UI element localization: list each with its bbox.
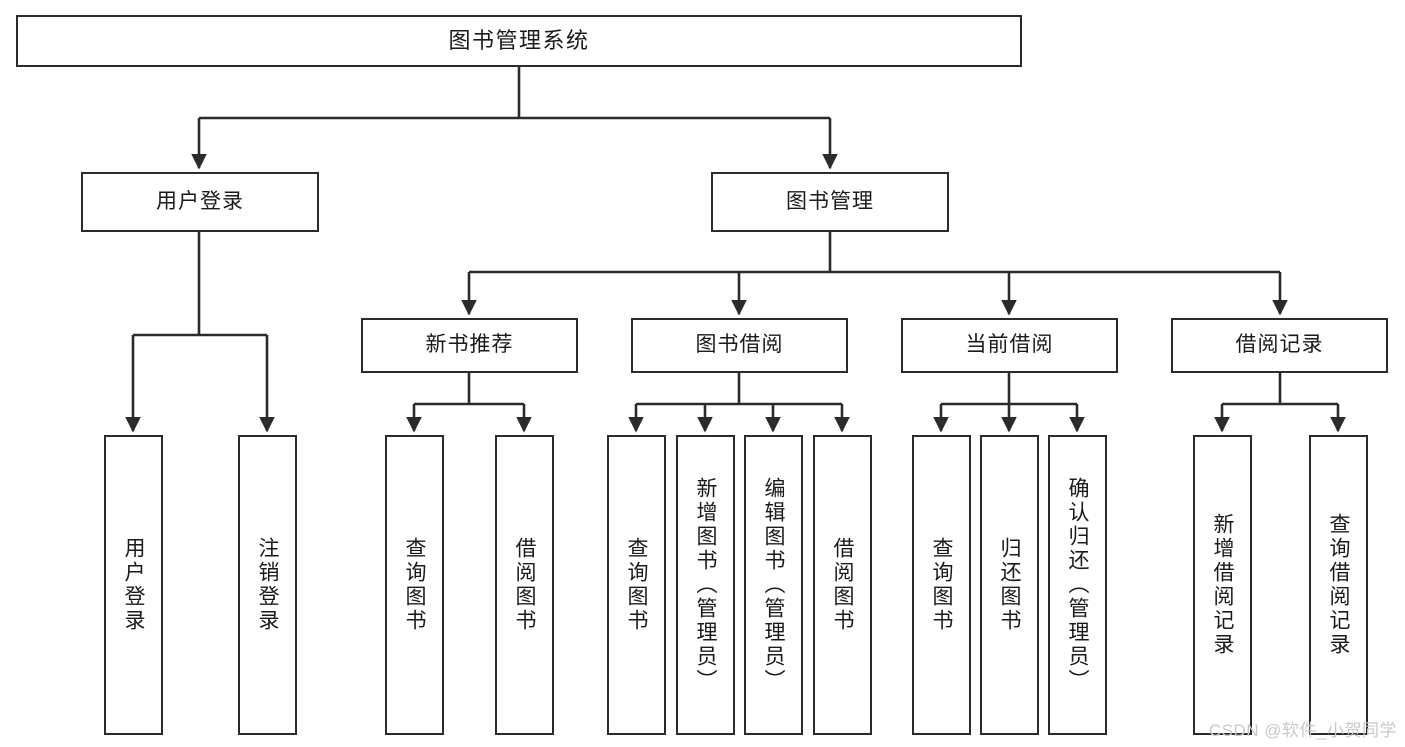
leaf-user-login-label: 用户登录 — [122, 537, 145, 633]
node-book-borrow-label: 图书借阅 — [695, 333, 784, 357]
leaf-add-book[interactable]: 新增图书（管理员） — [676, 435, 735, 735]
leaf-return-book-label: 归还图书 — [998, 537, 1021, 633]
leaf-query-book-2-label: 查询图书 — [625, 537, 648, 633]
node-book-borrow[interactable]: 图书借阅 — [631, 318, 848, 373]
node-borrow-record-label: 借阅记录 — [1235, 333, 1324, 357]
node-current-borrow[interactable]: 当前借阅 — [901, 318, 1118, 373]
node-root[interactable]: 图书管理系统 — [16, 15, 1022, 67]
leaf-query-record[interactable]: 查询借阅记录 — [1309, 435, 1368, 735]
csdn-watermark: CSDN @软件_小贺同学 — [1208, 721, 1397, 740]
leaf-query-record-label: 查询借阅记录 — [1327, 513, 1350, 657]
node-book-manage-label: 图书管理 — [786, 189, 874, 213]
leaf-confirm-return-label: 确认归还（管理员） — [1066, 477, 1089, 693]
node-user-login[interactable]: 用户登录 — [81, 172, 319, 232]
leaf-confirm-return[interactable]: 确认归还（管理员） — [1048, 435, 1107, 735]
leaf-borrow-book-1-label: 借阅图书 — [513, 537, 536, 633]
leaf-query-book-3[interactable]: 查询图书 — [912, 435, 971, 735]
leaf-query-book-1[interactable]: 查询图书 — [385, 435, 444, 735]
node-root-label: 图书管理系统 — [448, 28, 590, 54]
leaf-query-book-1-label: 查询图书 — [403, 537, 426, 633]
node-user-login-label: 用户登录 — [156, 189, 244, 213]
leaf-add-book-label: 新增图书（管理员） — [694, 477, 717, 693]
leaf-borrow-book-2[interactable]: 借阅图书 — [813, 435, 872, 735]
leaf-add-record[interactable]: 新增借阅记录 — [1193, 435, 1252, 735]
leaf-borrow-book-1[interactable]: 借阅图书 — [495, 435, 554, 735]
node-current-borrow-label: 当前借阅 — [965, 333, 1054, 357]
leaf-edit-book[interactable]: 编辑图书（管理员） — [744, 435, 803, 735]
leaf-return-book[interactable]: 归还图书 — [980, 435, 1039, 735]
node-borrow-record[interactable]: 借阅记录 — [1171, 318, 1388, 373]
leaf-edit-book-label: 编辑图书（管理员） — [762, 477, 785, 693]
leaf-borrow-book-2-label: 借阅图书 — [831, 537, 854, 633]
node-new-book-recommend[interactable]: 新书推荐 — [361, 318, 578, 373]
leaf-query-book-3-label: 查询图书 — [930, 537, 953, 633]
leaf-query-book-2[interactable]: 查询图书 — [607, 435, 666, 735]
leaf-user-login[interactable]: 用户登录 — [104, 435, 163, 735]
leaf-logout-login[interactable]: 注销登录 — [238, 435, 297, 735]
node-new-book-recommend-label: 新书推荐 — [425, 333, 514, 357]
leaf-add-record-label: 新增借阅记录 — [1211, 513, 1234, 657]
leaf-logout-login-label: 注销登录 — [256, 537, 279, 633]
node-book-manage[interactable]: 图书管理 — [711, 172, 949, 232]
